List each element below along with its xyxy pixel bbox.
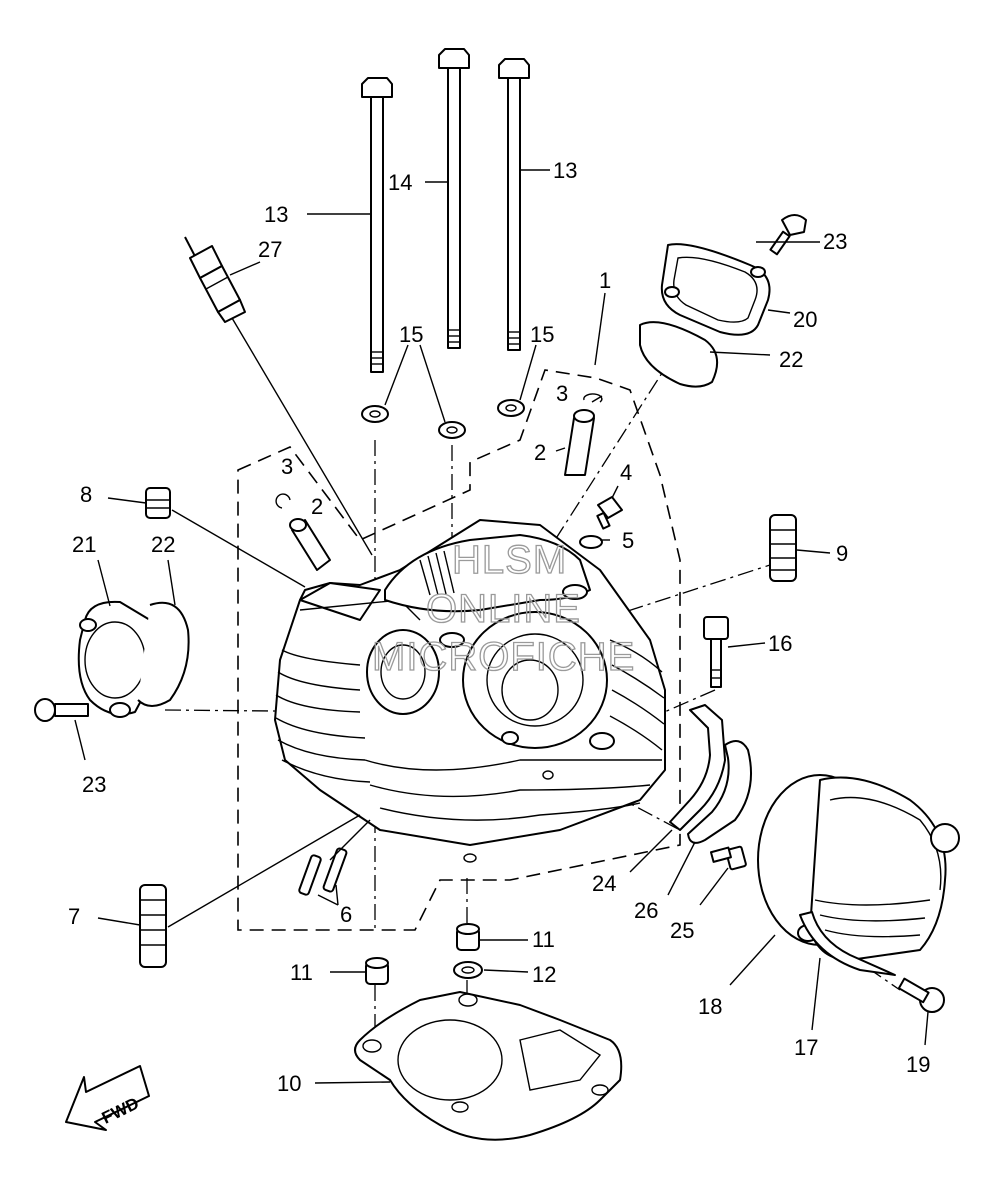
callout-12: 12 bbox=[532, 962, 556, 987]
bolt-23-left bbox=[34, 698, 89, 722]
callout-22: 22 bbox=[151, 532, 175, 557]
cylinder-head bbox=[274, 519, 666, 863]
callout-22: 22 bbox=[779, 347, 803, 372]
bolt-23-right bbox=[769, 214, 807, 256]
callout-11: 11 bbox=[532, 927, 555, 952]
circlip-right bbox=[583, 393, 603, 403]
spark-plug bbox=[184, 236, 246, 323]
callout-27: 27 bbox=[258, 237, 282, 262]
callout-17: 17 bbox=[794, 1035, 818, 1060]
watermark-line-1: HLSM bbox=[452, 538, 567, 582]
callout-4: 4 bbox=[620, 460, 632, 485]
callout-8: 8 bbox=[80, 482, 92, 507]
callout-9: 9 bbox=[836, 541, 848, 566]
callout-15: 15 bbox=[530, 322, 554, 347]
callout-1: 1 bbox=[599, 268, 611, 293]
callout-2: 2 bbox=[534, 440, 546, 465]
washer-15-a bbox=[361, 405, 389, 423]
dowel-11-left bbox=[365, 957, 389, 985]
watermark-line-3: MICROFICHE bbox=[372, 635, 635, 679]
dowel-11-right bbox=[456, 923, 480, 951]
callout-18: 18 bbox=[698, 994, 722, 1019]
gasket-24 bbox=[669, 704, 726, 831]
gasket-22-right bbox=[639, 321, 719, 388]
callout-10: 10 bbox=[277, 1071, 301, 1096]
callout-2: 2 bbox=[311, 494, 323, 519]
bolt-19 bbox=[897, 977, 945, 1013]
forward-direction-arrow: FWD bbox=[65, 1065, 150, 1131]
bolt-4 bbox=[596, 496, 623, 530]
assembly-boundary-head bbox=[237, 369, 681, 931]
cap-8 bbox=[145, 487, 171, 519]
callout-13: 13 bbox=[553, 158, 577, 183]
callout-16: 16 bbox=[768, 631, 792, 656]
bolt-25 bbox=[709, 845, 747, 871]
washer-15-c bbox=[497, 399, 525, 417]
callout-11: 11 bbox=[290, 960, 313, 985]
callout-19: 19 bbox=[906, 1052, 930, 1077]
callout-15: 15 bbox=[399, 322, 423, 347]
plate-26 bbox=[687, 740, 752, 844]
callout-labels: 1 2 2 3 3 4 5 6 7 8 9 10 11 11 12 13 13 … bbox=[68, 158, 930, 1096]
intake-joint-20 bbox=[660, 243, 771, 336]
callout-5: 5 bbox=[622, 528, 634, 553]
side-cover-18 bbox=[757, 774, 960, 961]
washer-15-b bbox=[438, 421, 466, 439]
head-bolt-13-left bbox=[361, 77, 393, 373]
leader-lines bbox=[74, 169, 929, 1084]
callout-26: 26 bbox=[634, 898, 658, 923]
callout-20: 20 bbox=[793, 307, 817, 332]
callout-3: 3 bbox=[281, 454, 293, 479]
watermark-line-2: ONLINE bbox=[426, 587, 581, 631]
callout-25: 25 bbox=[670, 918, 694, 943]
callout-3: 3 bbox=[556, 381, 568, 406]
callout-21: 21 bbox=[72, 532, 96, 557]
callout-24: 24 bbox=[592, 871, 616, 896]
washer-5 bbox=[579, 535, 603, 549]
head-gasket-10 bbox=[354, 991, 623, 1141]
circlip-left bbox=[275, 493, 291, 509]
bolt-16 bbox=[703, 616, 729, 688]
head-bolt-13-right bbox=[498, 58, 530, 351]
callout-23: 23 bbox=[82, 772, 106, 797]
dowel-pins-6 bbox=[298, 847, 348, 896]
callout-23: 23 bbox=[823, 229, 847, 254]
callout-14: 14 bbox=[388, 170, 412, 195]
head-bolt-14 bbox=[438, 48, 470, 349]
callout-7: 7 bbox=[68, 904, 80, 929]
callout-13: 13 bbox=[264, 202, 288, 227]
valve-guide-right bbox=[564, 409, 595, 476]
washer-12 bbox=[453, 961, 483, 979]
stud-9 bbox=[769, 514, 797, 582]
callout-6: 6 bbox=[340, 902, 352, 927]
valve-guide-left bbox=[289, 518, 331, 571]
gasket-17 bbox=[799, 911, 896, 976]
stud-7 bbox=[139, 884, 167, 968]
gasket-22-left bbox=[137, 601, 190, 707]
watermark: HLSM ONLINE MICROFICHE bbox=[371, 537, 635, 679]
